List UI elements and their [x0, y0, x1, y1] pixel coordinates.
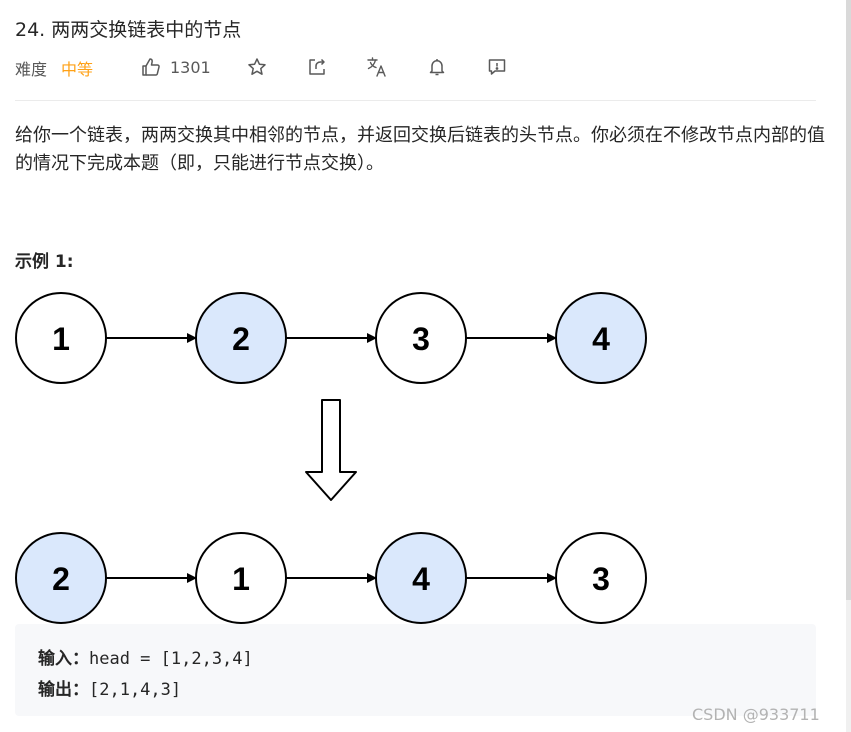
- input-line: 输入：head = [1,2,3,4]: [38, 644, 253, 669]
- node-after-4: [555, 532, 647, 624]
- share-icon[interactable]: [306, 56, 328, 78]
- output-label: 输出：: [38, 680, 89, 700]
- watermark: CSDN @933711: [692, 705, 820, 724]
- node-after-2-label: 1: [232, 561, 250, 597]
- difficulty: 难度 中等: [15, 56, 93, 80]
- feedback-icon[interactable]: [486, 56, 508, 78]
- example-heading: 示例 1:: [15, 252, 74, 272]
- node-before-2: [195, 292, 287, 384]
- star-icon[interactable]: [246, 56, 268, 78]
- node-before-4-label: 4: [592, 321, 610, 357]
- difficulty-value: 中等: [61, 60, 94, 79]
- translate-icon[interactable]: [366, 56, 388, 78]
- bell-icon[interactable]: [426, 56, 448, 78]
- node-before-1: [15, 292, 107, 384]
- node-before-4: [555, 292, 647, 384]
- header-divider: [15, 100, 816, 101]
- example-code-block: 输入：head = [1,2,3,4] 输出：[2,1,4,3]: [15, 624, 816, 716]
- output-value: [2,1,4,3]: [89, 680, 182, 700]
- like-button[interactable]: 1301: [140, 56, 211, 78]
- node-after-4-label: 3: [592, 561, 610, 597]
- like-count: 1301: [170, 57, 211, 77]
- input-label: 输入：: [38, 649, 89, 669]
- linked-list-diagram: 1 2 3 4 2 1 4 3: [15, 292, 647, 624]
- node-before-2-label: 2: [232, 321, 250, 357]
- input-value: head = [1,2,3,4]: [89, 649, 253, 669]
- node-after-1: [15, 532, 107, 624]
- scrollbar-thumb[interactable]: [846, 0, 851, 600]
- thumbs-up-icon: [140, 56, 162, 78]
- problem-title: 24. 两两交换链表中的节点: [15, 19, 242, 41]
- node-before-1-label: 1: [52, 321, 70, 357]
- down-arrow-icon: [305, 399, 357, 501]
- node-after-3: [375, 532, 467, 624]
- node-after-1-label: 2: [52, 561, 70, 597]
- node-before-3: [375, 292, 467, 384]
- difficulty-label: 难度: [15, 60, 48, 79]
- node-after-3-label: 4: [412, 561, 430, 597]
- output-line: 输出：[2,1,4,3]: [38, 675, 181, 700]
- node-before-3-label: 3: [412, 321, 430, 357]
- node-after-2: [195, 532, 287, 624]
- problem-description: 给你一个链表，两两交换其中相邻的节点，并返回交换后链表的头节点。你必须在不修改节…: [15, 125, 825, 174]
